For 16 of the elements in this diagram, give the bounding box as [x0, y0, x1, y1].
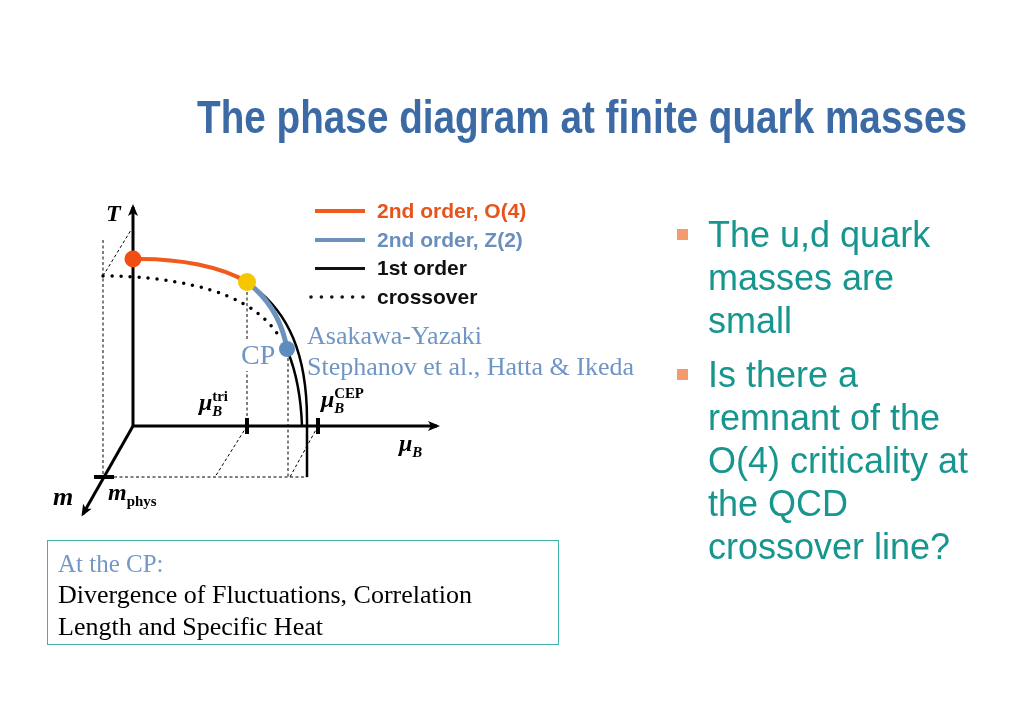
axis-label: m: [53, 483, 74, 513]
note-heading: At the CP:: [58, 549, 164, 579]
slide-title: The phase diagram at finite quark masses: [197, 90, 967, 144]
note-panel: [47, 540, 559, 645]
legend-label: 1st order: [377, 256, 467, 280]
note-text: Divergence of Fluctuations, Correlation Length and Specific Heat: [58, 579, 473, 643]
legend-label: 2nd order, O(4): [377, 199, 527, 223]
tick-label: m$_{phys}$: [108, 479, 157, 511]
bullet-text: Is there a remnant of the O(4) criticality at the QCD crossover line?: [708, 353, 970, 568]
legend-label: crossover: [377, 285, 478, 309]
axis-label: μ$_{B}$: [399, 430, 423, 462]
annotation-text: Stephanov et al., Hatta & Ikeda: [307, 352, 635, 382]
axis-label: T: [106, 200, 121, 228]
legend-label: 2nd order, Z(2): [377, 228, 523, 252]
bullet-text: The u,d quark masses are small: [708, 213, 932, 342]
annotation-text: Asakawa-Yazaki: [307, 321, 482, 351]
